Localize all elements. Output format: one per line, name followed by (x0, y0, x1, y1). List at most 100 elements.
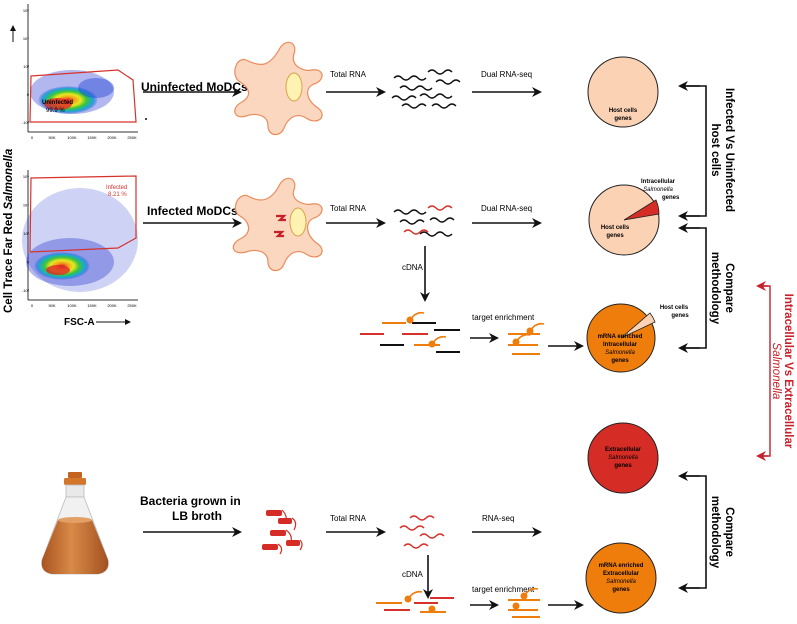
pie-slice-host (620, 312, 656, 339)
svg-text:Salmonella: Salmonella (643, 187, 673, 193)
salmonella-bacteria-icon (262, 509, 303, 555)
svg-text:genes: genes (606, 233, 624, 239)
svg-text:Extracellular: Extracellular (605, 447, 642, 453)
y-axis-label: Cell Trace Far Red Salmonella (3, 148, 15, 313)
x-tick-label: 200K (107, 303, 117, 308)
step-label: cDNA (402, 570, 424, 579)
svg-text:genes: genes (612, 587, 630, 593)
step-label: Total RNA (330, 204, 367, 213)
y-tick-label: 10⁴ (23, 36, 29, 41)
svg-text:Host cells: Host cells (660, 305, 689, 311)
step-label: target enrichment (472, 585, 535, 594)
flow-plot-infected: Infected 8.21 % 0 50K 100K 150K 200K 250K 10⁵ 1… (22, 170, 138, 308)
x-tick-label: 100K (67, 303, 77, 308)
pie-host-only: Host cells genes (587, 56, 659, 128)
host-cell-infected (232, 177, 323, 272)
x-tick-label: 150K (87, 303, 97, 308)
y-tick-label: 10³ (23, 231, 29, 236)
x-axis-label: FSC-A (64, 317, 95, 328)
gate-polygon (29, 69, 137, 123)
nucleus (285, 72, 303, 102)
pie-slice-intracellular (623, 199, 660, 221)
y-tick-label: 10⁵ (23, 8, 29, 13)
svg-text:genes: genes (611, 358, 629, 364)
svg-text:Compare: Compare (723, 507, 735, 557)
row-label-infected: Infected MoDCs (147, 204, 238, 218)
svg-text:genes: genes (614, 463, 632, 469)
svg-text:methodology: methodology (709, 496, 721, 569)
svg-text:Salmonella: Salmonella (608, 455, 638, 461)
pie-enriched-extracellular: mRNA enriched Extracellular Salmonella g… (585, 542, 657, 614)
x-tick-label: 0 (31, 135, 34, 140)
intracellular-bacteria (274, 214, 287, 238)
step-label: cDNA (402, 263, 424, 272)
pie-enriched-intracellular: Host cells genes mRNA enriched Intracell… (586, 303, 689, 373)
step-label: RNA-seq (482, 514, 514, 523)
y-tick-label: -10³ (22, 288, 30, 293)
rna-strands-host (391, 69, 461, 109)
gate-polygon (29, 175, 137, 253)
x-tick-label: 150K (87, 135, 97, 140)
step-label: Dual RNA-seq (481, 70, 532, 79)
svg-text:Host cells: Host cells (601, 225, 630, 231)
y-tick-label: 0 (27, 92, 30, 97)
svg-text:genes: genes (671, 313, 689, 319)
svg-text:mRNA enriched: mRNA enriched (599, 563, 644, 569)
svg-text:host cells: host cells (709, 123, 721, 176)
y-tick-label: 10³ (23, 64, 29, 69)
svg-text:Intracellular: Intracellular (641, 179, 676, 185)
x-tick-label: 250K (127, 303, 137, 308)
cdna-fragments-infected (360, 311, 460, 353)
bracket-compare-bottom: Compare methodology (678, 471, 735, 593)
row-label-bacteria-line1: Bacteria grown in (140, 494, 241, 508)
svg-text:Infected Vs Uninfected: Infected Vs Uninfected (723, 88, 735, 212)
x-tick-label: 50K (48, 303, 55, 308)
tick-labels: 0 50K 100K 150K 200K 250K 10⁵ 10⁴ 10³ 0 -10³ (22, 174, 137, 308)
y-tick-label: -10³ (22, 120, 30, 125)
step-label: Total RNA (330, 514, 367, 523)
flask-icon (41, 472, 109, 575)
svg-text:Salmonella: Salmonella (770, 343, 782, 400)
y-tick-label: 10⁵ (23, 174, 29, 179)
x-tick-label: 0 (31, 303, 34, 308)
svg-text:mRNA enriched: mRNA enriched (598, 334, 643, 340)
gate-percent: 8.21 % (108, 192, 127, 198)
bracket-intra-vs-extra: Intracellular Vs Extracellular Salmonell… (756, 281, 794, 461)
svg-text:methodology: methodology (709, 252, 721, 325)
y-tick-label: 10⁴ (23, 203, 29, 208)
gate-name: Uninfected (42, 100, 73, 106)
nucleus (289, 207, 307, 237)
step-label: Total RNA (330, 70, 367, 79)
bracket-infected-vs-uninfected: Infected Vs Uninfected host cells (678, 81, 735, 221)
step-label: Dual RNA-seq (481, 204, 532, 213)
flow-plot-uninfected: Uninfected 99.9 % 0 50K 100K 150K 200K 250K 10… (22, 4, 138, 140)
svg-text:Salmonella: Salmonella (606, 579, 636, 585)
enriched-fragments-bacteria (508, 587, 540, 618)
svg-text:Intracellular Vs Extracellular: Intracellular Vs Extracellular (782, 294, 794, 449)
bracket-compare-top: Compare methodology (678, 223, 735, 353)
svg-text:genes: genes (614, 116, 632, 122)
x-tick-label: 100K (67, 135, 77, 140)
y-tick-label: 0 (27, 260, 30, 265)
rna-strands-bacteria (399, 515, 445, 549)
tick-labels: 0 50K 100K 150K 200K 250K 10⁵ 10⁴ 10³ 0 -10³ (22, 8, 137, 140)
x-tick-label: 50K (48, 135, 55, 140)
x-tick-label: 250K (127, 135, 137, 140)
host-cell-uninfected (234, 41, 323, 136)
gate-percent: 99.9 % (46, 108, 65, 114)
svg-text:genes: genes (662, 195, 680, 201)
gate-name: Infected (106, 185, 127, 191)
row-label-uninfected: Uninfected MoDCs (141, 80, 248, 94)
svg-text:Intracellular: Intracellular (603, 342, 638, 348)
svg-text:Extracellular: Extracellular (603, 571, 640, 577)
scatter-cloud (22, 188, 138, 292)
pie-extracellular: Extracellular Salmonella genes (587, 422, 659, 494)
rna-strands-mixed (393, 205, 455, 237)
row-label-bacteria-line2: LB broth (172, 509, 222, 523)
x-tick-label: 200K (107, 135, 117, 140)
step-label: target enrichment (472, 313, 535, 322)
scatter-cloud (30, 70, 114, 114)
svg-text:Host cells: Host cells (609, 108, 638, 114)
svg-text:Compare: Compare (723, 263, 735, 313)
